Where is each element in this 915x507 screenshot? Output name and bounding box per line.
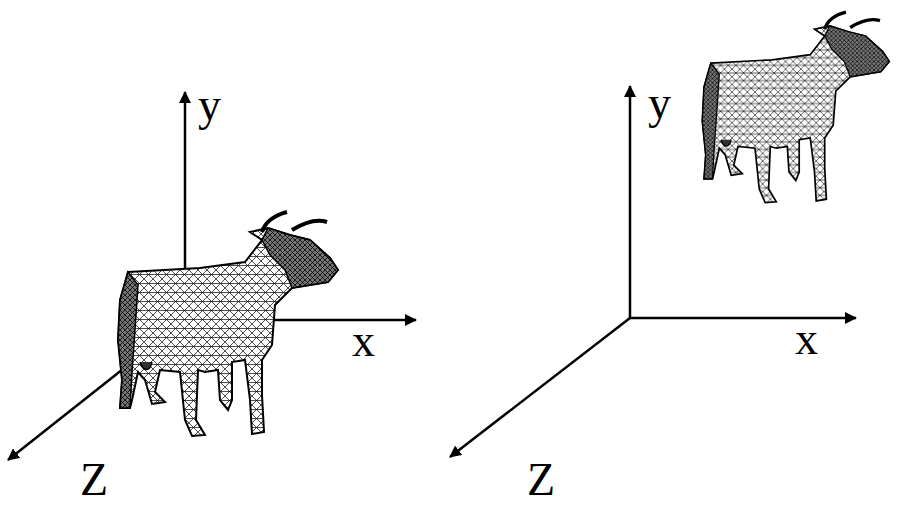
cow-mesh (702, 12, 889, 202)
axis-label: x (352, 318, 375, 364)
axis-label: Z (80, 457, 108, 503)
left-axes (8, 92, 416, 460)
cow-mesh (118, 212, 338, 436)
axis-label: x (795, 316, 818, 362)
axis-label: y (648, 80, 671, 126)
axis-label: y (198, 82, 221, 128)
axis-label: Z (527, 457, 555, 503)
